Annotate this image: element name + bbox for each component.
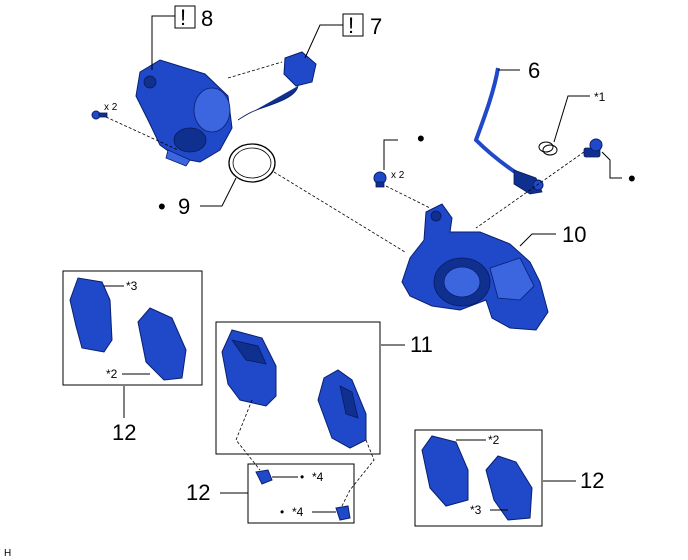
callout-7: 7 [370, 14, 382, 39]
shim-kit-right-box [414, 429, 543, 527]
wear-indicator-parts [255, 469, 351, 521]
motor-bolt-quantity: x 2 [104, 102, 118, 113]
gasket-part [538, 141, 558, 156]
motor-bolt-part [91, 110, 108, 120]
caution-mark-8: ! [180, 5, 186, 30]
callout-6: 6 [528, 58, 540, 83]
shim-kit-left-box [62, 270, 203, 386]
union-bolt-bullet: • [628, 166, 636, 191]
note-2-right: *2 [488, 433, 500, 447]
shim-kit-right-parts [421, 435, 533, 521]
shim-kit-left-parts [69, 277, 187, 381]
union-bolt-part [583, 138, 603, 158]
note-1: *1 [594, 90, 606, 104]
callout-12-bottom: 12 [186, 480, 210, 505]
brake-pad-parts [221, 329, 367, 449]
callout-12-right: 12 [580, 468, 604, 493]
note-4-lower: *4 [292, 505, 304, 519]
corner-mark: H [4, 548, 11, 559]
actuator-motor-part [135, 59, 233, 167]
caliper-bolt-part [373, 171, 387, 188]
callout-11: 11 [410, 332, 433, 357]
brake-hose-part [473, 67, 544, 195]
caliper-bolt-quantity: x 2 [391, 170, 405, 181]
o-ring-part [228, 143, 276, 183]
note-3-left: *3 [126, 279, 138, 293]
caution-mark-7: ! [348, 13, 354, 38]
callout-12-left: 12 [112, 420, 136, 445]
bullet-4-lower: • [280, 505, 284, 519]
note-4-upper: *4 [312, 470, 324, 484]
brake-caliper-part [401, 203, 549, 331]
callout-8: 8 [201, 6, 213, 31]
o-ring-bullet: • [158, 194, 166, 219]
caution-box-8 [174, 5, 196, 29]
callout-10: 10 [562, 222, 586, 247]
bullet-4-upper: • [300, 470, 304, 484]
brake-pad-box [215, 321, 381, 455]
actuator-connector-part [237, 51, 317, 121]
callout-9: 9 [178, 194, 190, 219]
note-2-left: *2 [106, 367, 118, 381]
caliper-bolt-bullet: • [417, 126, 425, 151]
note-3-right: *3 [470, 503, 482, 517]
